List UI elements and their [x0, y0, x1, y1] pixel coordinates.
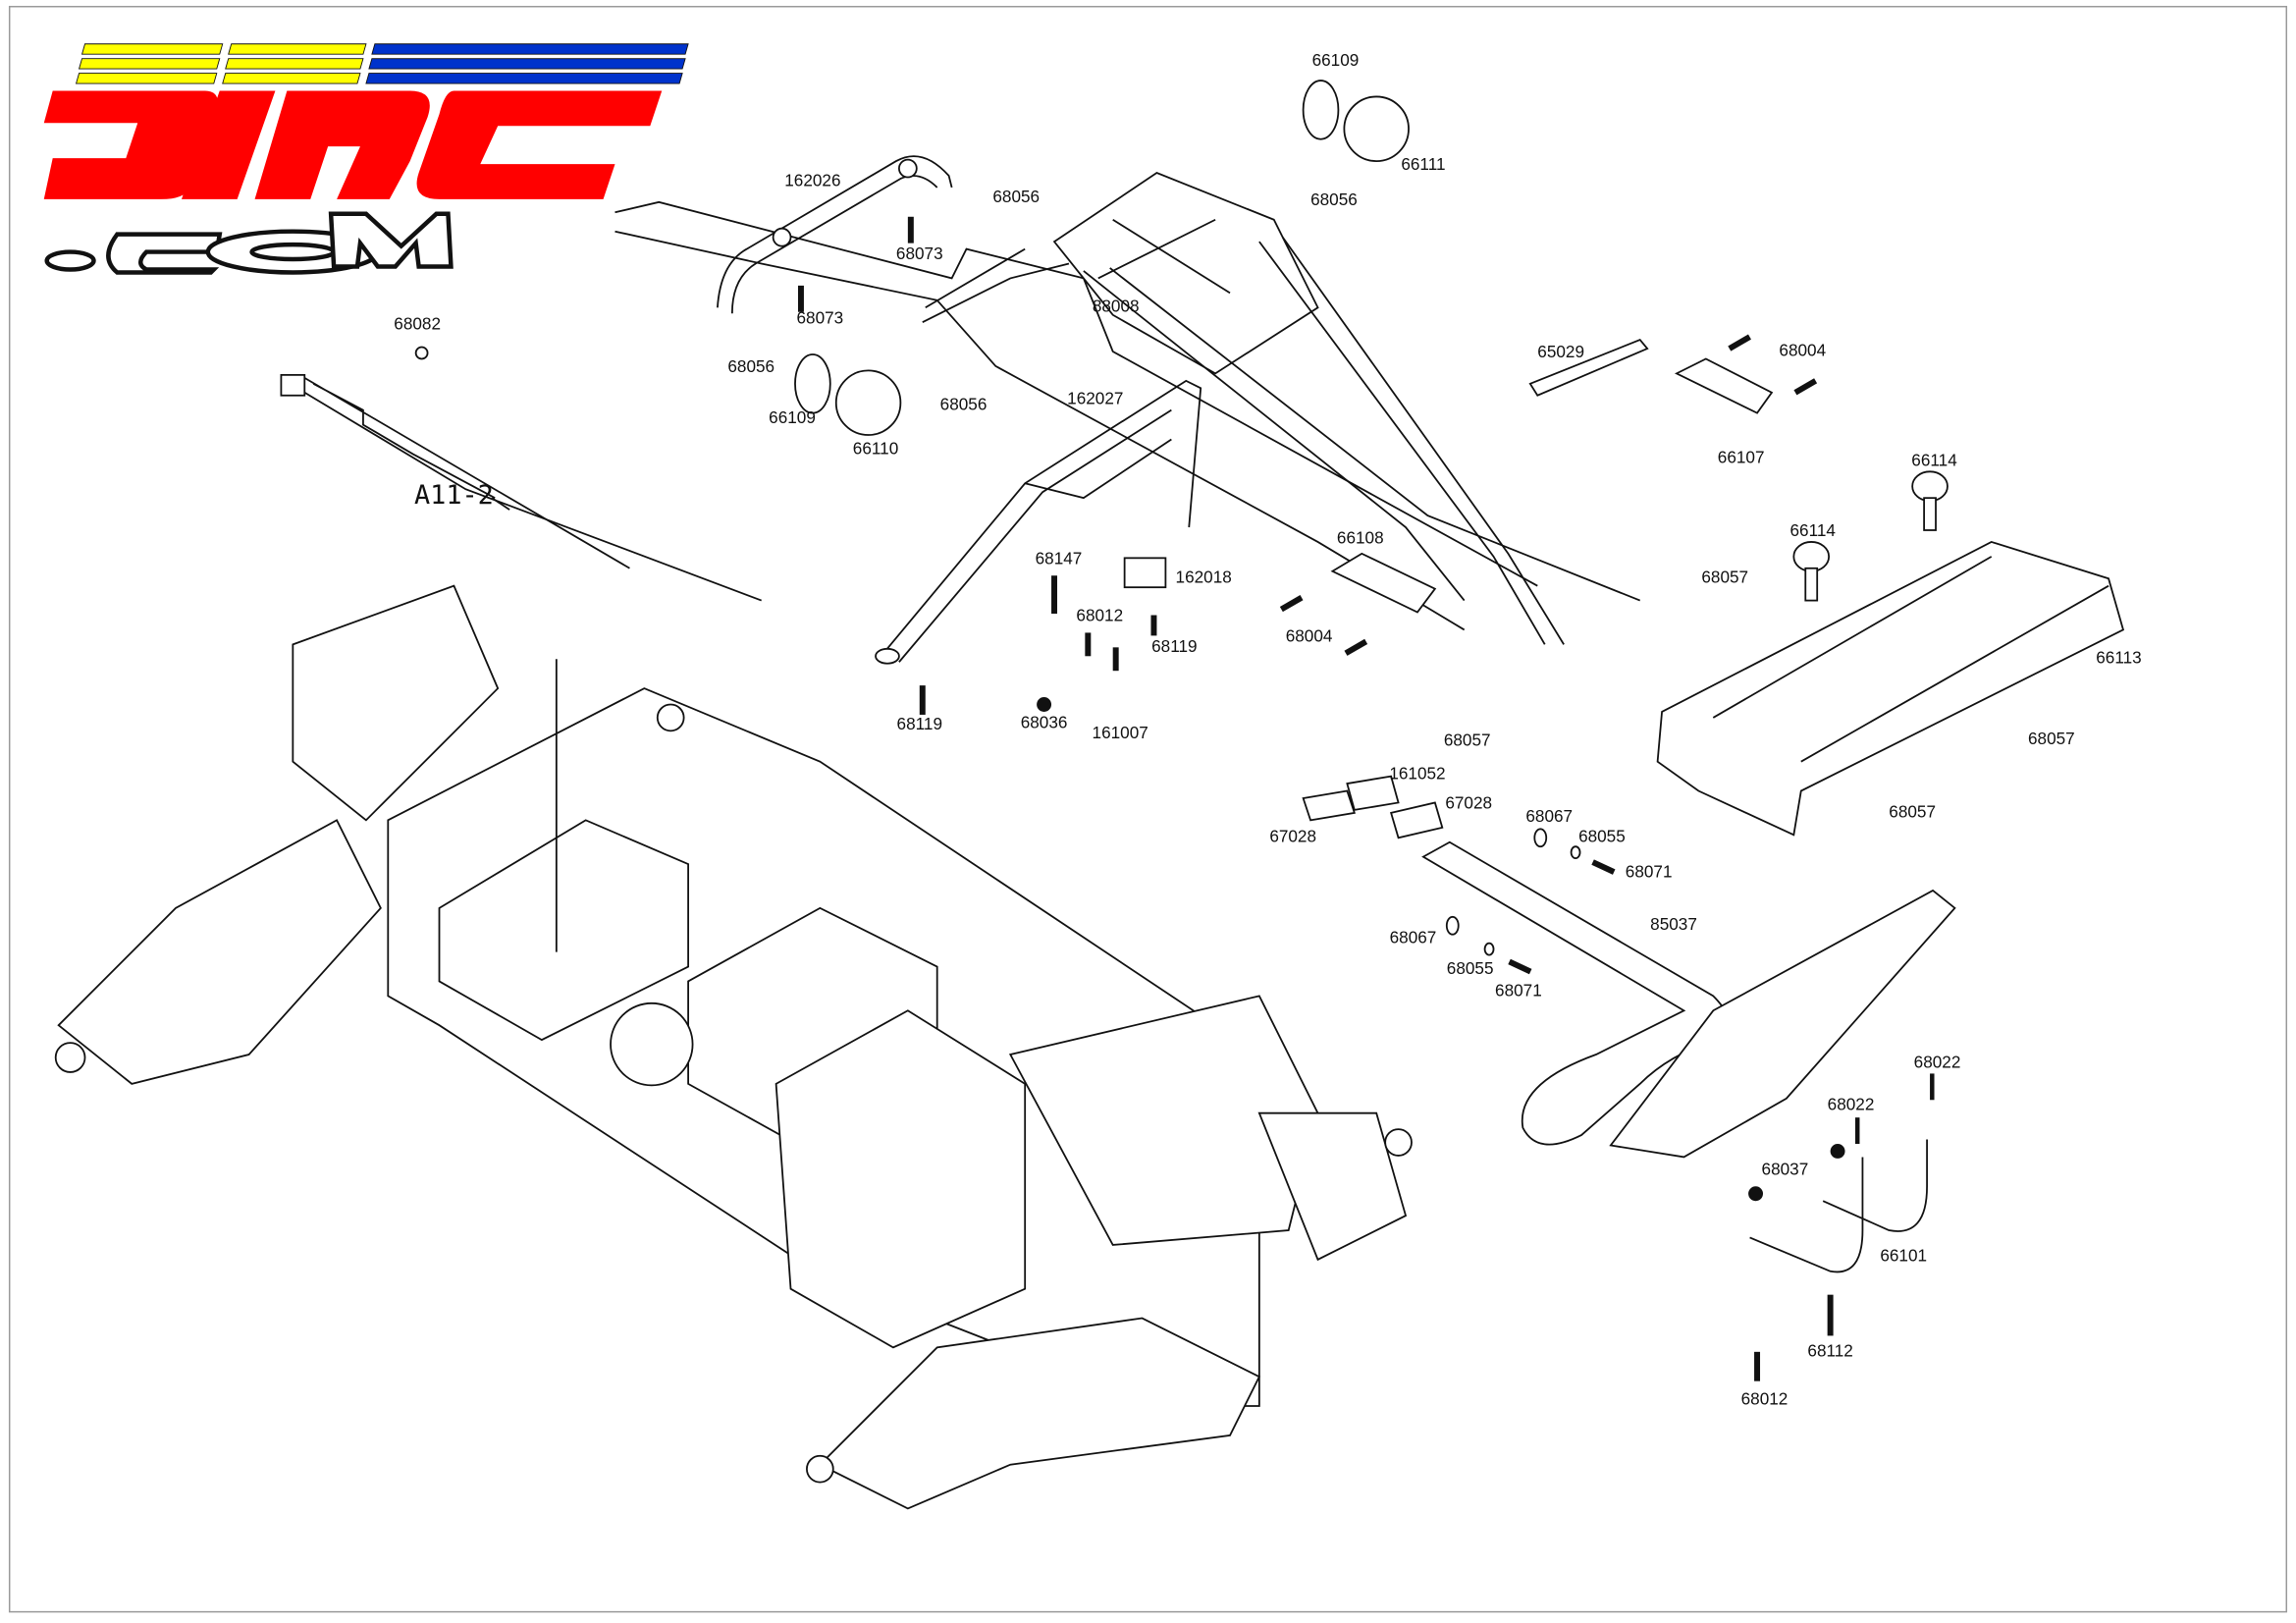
page-border [8, 5, 2288, 1613]
part-number-label: 68056 [727, 358, 775, 377]
part-number-label: 68067 [1389, 930, 1437, 948]
part-number-label: 68057 [1443, 731, 1491, 750]
part-number-label: 66111 [1401, 156, 1446, 175]
part-number-label: 161007 [1092, 725, 1148, 743]
part-number-label: 68057 [2028, 730, 2075, 749]
part-number-label: 68056 [992, 189, 1041, 207]
part-number-label: 88008 [1092, 298, 1140, 317]
part-number-label: 66114 [1911, 452, 1957, 470]
exhaust-pipe-drawing [1302, 775, 1956, 1159]
part-number-label: 65029 [1537, 344, 1585, 362]
part-number-label: 162018 [1175, 569, 1232, 588]
part-number-label: 66113 [2096, 650, 2142, 669]
cage-front-drawing [875, 379, 1202, 665]
part-number-label: 67028 [1445, 794, 1493, 813]
bumper-drawing [717, 155, 953, 314]
part-number-label: 68073 [895, 245, 943, 264]
part-number-label: 68057 [1889, 803, 1937, 822]
roll-cage-drawing [614, 172, 1538, 631]
part-number-label: 68057 [1701, 569, 1749, 588]
brand-logo [43, 43, 689, 275]
part-number-label: 161052 [1389, 766, 1446, 784]
chassis-drawing [54, 584, 1413, 1510]
part-number-label: 68119 [1151, 638, 1198, 657]
part-number-label: 85037 [1650, 916, 1697, 935]
part-number-label: 68022 [1827, 1097, 1875, 1115]
part-number-label: 68037 [1761, 1161, 1809, 1179]
light-pods-drawing [794, 80, 1410, 436]
part-number-label: 68071 [1625, 864, 1673, 883]
part-number-label: 68147 [1035, 550, 1083, 568]
part-number-label: 68067 [1525, 808, 1574, 827]
part-number-label: 162027 [1067, 391, 1124, 409]
roll-cage-tubes [1083, 237, 1641, 645]
part-number-label: 68056 [939, 397, 988, 415]
part-number-label: 66110 [852, 441, 899, 459]
part-number-label: 66109 [1311, 52, 1360, 71]
part-number-label: 68055 [1578, 829, 1626, 847]
part-number-label: 66107 [1717, 449, 1765, 467]
part-number-label: 66108 [1336, 529, 1384, 548]
assembly-label: A11-2 [414, 480, 494, 512]
exhaust-hanger-drawing [1749, 1139, 1928, 1273]
part-number-label: 68082 [394, 316, 441, 335]
part-number-label: 162026 [784, 173, 841, 190]
part-number-label: 68056 [1310, 191, 1358, 210]
part-number-label: 68055 [1446, 960, 1494, 979]
rear-wing-drawing [1330, 339, 2125, 837]
part-number-label: 68022 [1913, 1055, 1961, 1072]
part-number-label: 68004 [1779, 343, 1827, 360]
part-number-label: 66101 [1880, 1247, 1928, 1266]
part-number-label: 68071 [1495, 982, 1542, 1001]
part-number-label: 66114 [1789, 522, 1836, 541]
part-number-label: 68004 [1285, 627, 1333, 646]
part-number-label: 68012 [1076, 608, 1124, 625]
part-number-label: 68112 [1807, 1342, 1853, 1361]
part-number-label: 68073 [796, 310, 844, 329]
part-number-label: 68119 [896, 716, 943, 734]
part-number-label: 68012 [1740, 1391, 1789, 1410]
linkage-rods-drawing [280, 373, 762, 602]
part-number-label: 68036 [1020, 714, 1068, 732]
hardware-drawing [414, 216, 1949, 1381]
part-number-label: 67028 [1269, 829, 1317, 847]
part-number-label: 66109 [769, 409, 816, 428]
